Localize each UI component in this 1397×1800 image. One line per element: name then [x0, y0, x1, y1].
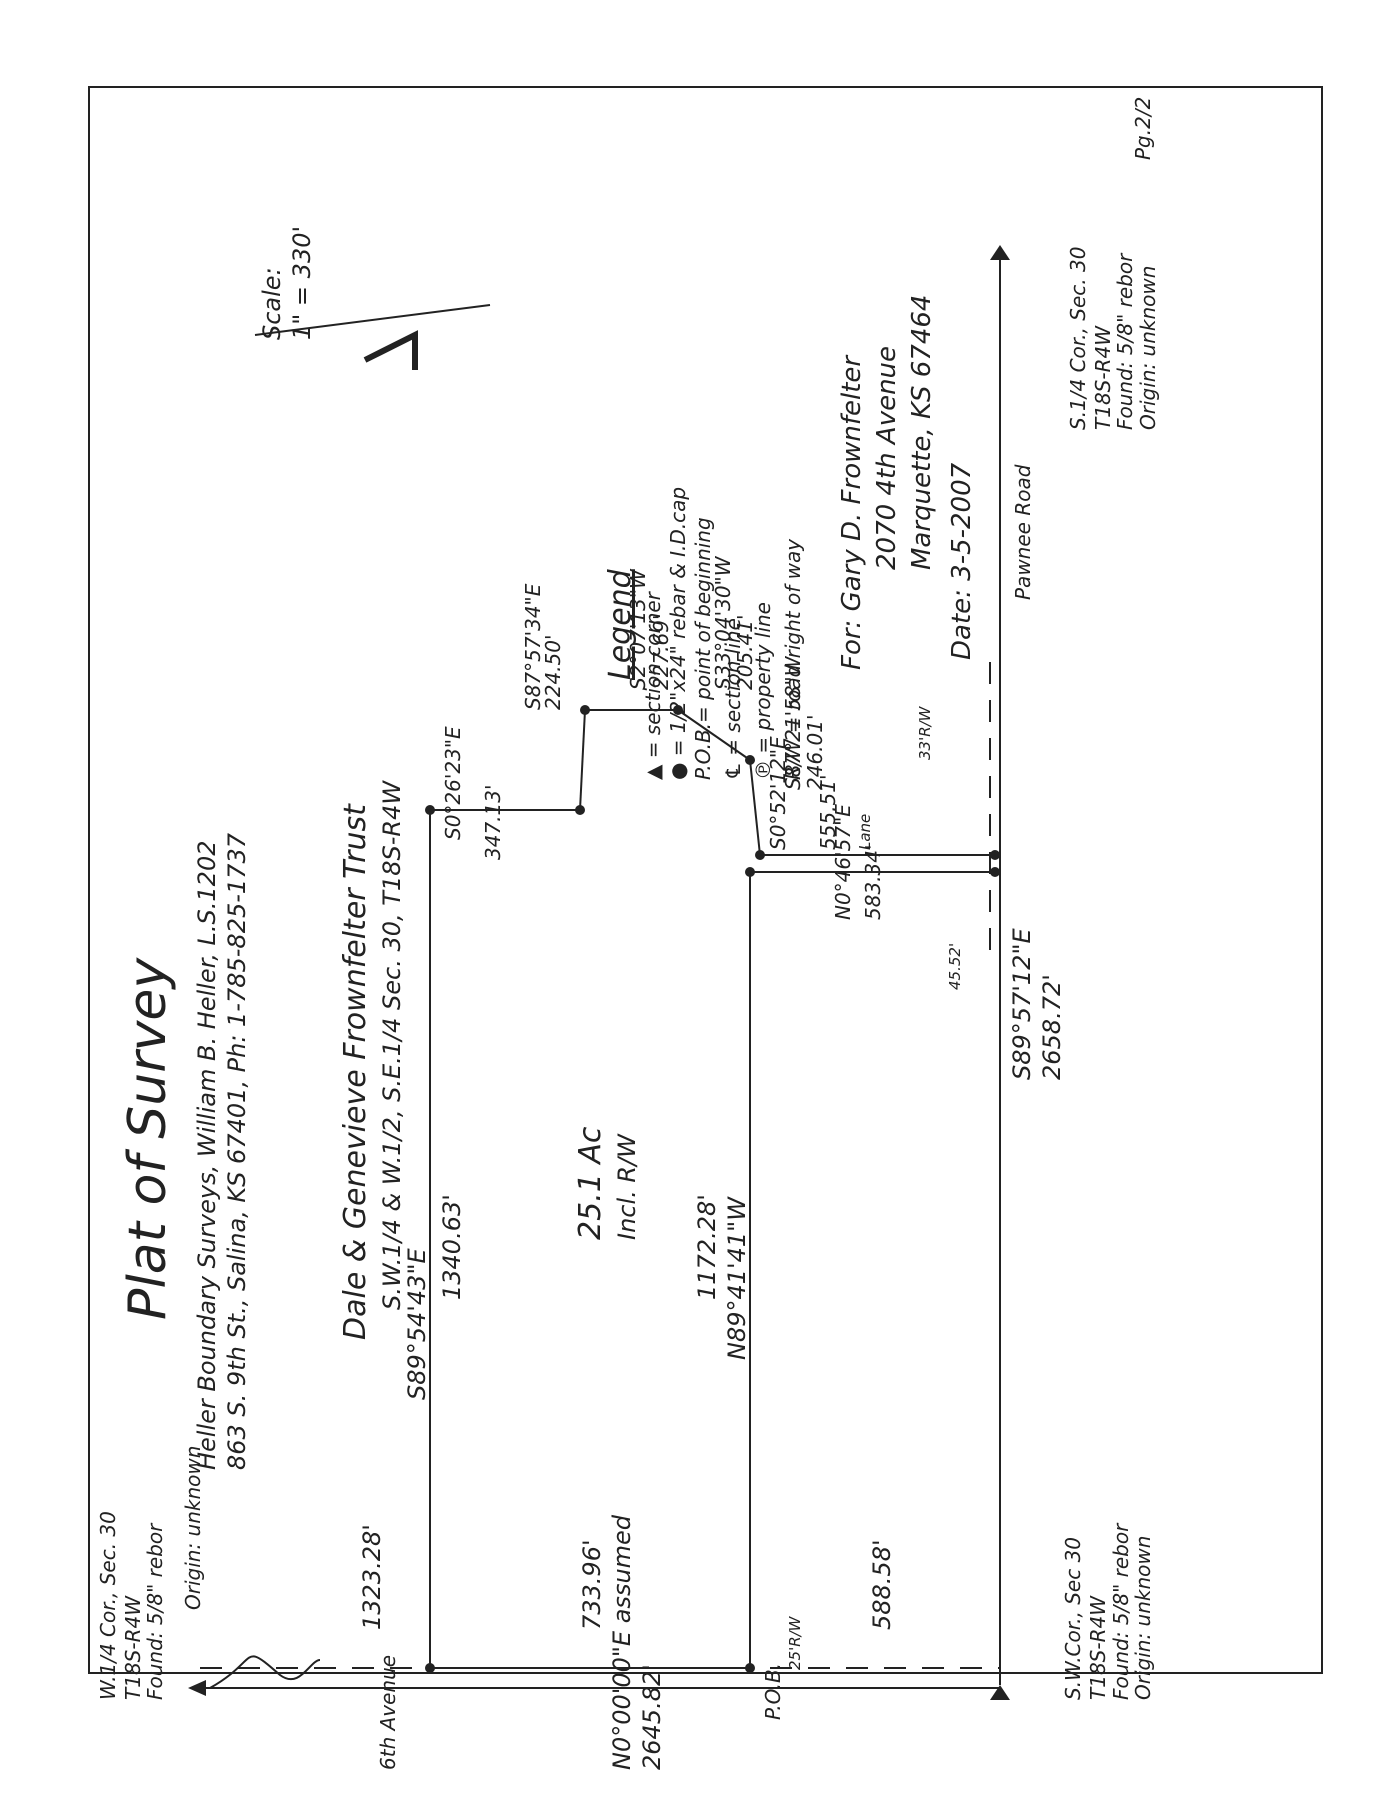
south-road-name: Pawnee Road [1011, 464, 1035, 600]
seg6-distance: 555.51' [816, 775, 840, 850]
rebar-c5 [755, 850, 765, 860]
seg5-bearing: S87°21'58"W [781, 655, 805, 790]
surveyor-line1: Heller Boundary Surveys, William B. Hell… [193, 841, 221, 1470]
north-arrow-n [363, 330, 418, 370]
seg7-bearing: N0°46'57"E [831, 804, 855, 920]
client-for: For: Gary D. Frownfelter [837, 354, 867, 670]
rebar-ne [425, 805, 435, 815]
rebar-c2 [580, 705, 590, 715]
seg7-distance: 583.34' [861, 845, 885, 920]
south-distance: 1172.28' [693, 1194, 721, 1300]
west-road-name: 6th Avenue [376, 1655, 400, 1770]
w-quarter-corner-3: Found: 5/8" rebor [143, 1522, 167, 1700]
rebar-c8 [990, 867, 1000, 877]
s-quarter-corner-4: Origin: unknown [1136, 266, 1160, 430]
owner-line2: S.W.1/4 & W.1/2, S.E.1/4 Sec. 30, T18S-R… [378, 780, 406, 1310]
surveyor-line2: 863 S. 9th St., Salina, KS 67401, Ph: 1-… [223, 832, 251, 1470]
rebar-c6 [745, 867, 755, 877]
legend-item-4: ℄ = section line [721, 618, 745, 780]
s-quarter-corner-1: S.1/4 Cor., Sec. 30 [1066, 247, 1090, 430]
w-quarter-corner-4: Origin: unknown [181, 1446, 205, 1610]
sw-corner-marker [990, 1685, 1010, 1700]
area-value: 25.1 Ac [573, 1126, 608, 1240]
s-quarter-corner-3: Found: 5/8" rebor [1113, 252, 1137, 430]
seg2-line [579, 709, 586, 811]
w-quarter-corner-2: T18S-R4W [121, 1595, 145, 1700]
seg3-bearing: S2°07'13"W [626, 568, 650, 690]
s-quarter-corner-2: T18S-R4W [1091, 325, 1115, 430]
w-quarter-corner-1: W.1/4 Cor., Sec. 30 [96, 1511, 120, 1700]
legend-item-3: P.O.B.= point of beginning [691, 517, 715, 780]
client-date: Date: 3-5-2007 [947, 462, 977, 660]
west-dist-2: 733.96' [578, 1539, 606, 1630]
sw-corner-2: T18S-R4W [1086, 1595, 1110, 1700]
rw33-label: 33'R/W [916, 705, 934, 760]
rw25-label: 25'R/W [786, 1615, 804, 1670]
break-squiggle [209, 1655, 321, 1689]
w-quarter-corner-marker [188, 1680, 206, 1696]
legend-item-6: R/W = road right of way [781, 538, 805, 780]
rebar-c3 [673, 705, 683, 715]
west-dist-1: 1323.28' [358, 1524, 386, 1630]
drawing-border [88, 86, 1323, 1674]
pob-label: P.O.B. [761, 1663, 785, 1720]
sw-corner-1: S.W.Cor., Sec 30 [1061, 1537, 1085, 1700]
rebar-c1 [575, 805, 585, 815]
north-bearing: S89°54'43"E [403, 1248, 431, 1400]
west-dist-3: 588.58' [868, 1539, 896, 1630]
page-number: Pg.2/2 [1131, 97, 1155, 160]
north-arrow-shaft [254, 304, 491, 336]
west-bearing: N0°00'00"E assumed [608, 1514, 636, 1770]
legend-title: Legend [603, 568, 638, 680]
scale-label: Scale: [258, 267, 286, 340]
seg4-distance: 205.41' [733, 615, 757, 690]
seg4-line [677, 709, 751, 761]
rebar-nw [425, 1663, 435, 1673]
south-bearing: N89°41'41"W [723, 1196, 751, 1360]
legend-item-2: ● = 1/2"x24" rebar & I.D.cap [666, 487, 690, 780]
plat-title: Plat of Survey [118, 957, 178, 1320]
rebar-pob [745, 1663, 755, 1673]
client-address2: Marquette, KS 67464 [907, 295, 937, 570]
seg1-distance: 347.13' [481, 785, 505, 860]
west-line-distance: 2645.82' [638, 1664, 666, 1770]
s-quarter-corner-marker [990, 245, 1010, 260]
seg6-bearing: S0°52'12"E [766, 736, 790, 850]
seg3-distance: 227.69' [649, 615, 673, 690]
offset-distance: 45.52' [946, 943, 964, 990]
client-address1: 2070 4th Avenue [872, 346, 902, 570]
seg2-distance: 224.50' [541, 635, 565, 710]
lane-label: Lane [856, 814, 874, 850]
scale-value: 1" = 330' [288, 226, 316, 340]
north-distance: 1340.63' [438, 1194, 466, 1300]
seg5-distance: 246.01' [803, 715, 827, 790]
rebar-c7 [990, 850, 1000, 860]
seg5-line [749, 759, 761, 856]
owner-line1: Dale & Genevieve Frownfelter Trust [338, 803, 373, 1340]
rebar-c4 [745, 755, 755, 765]
sw-corner-4: Origin: unknown [1131, 1536, 1155, 1700]
sw-corner-3: Found: 5/8" rebor [1109, 1522, 1133, 1700]
seg2-bearing: S87°57'34"E [521, 583, 545, 710]
south-line-bearing: S89°57'12"E [1008, 928, 1036, 1080]
legend-item-5: ℗ = property line [751, 602, 775, 780]
legend-item-1: ▲ = section corner [641, 590, 665, 780]
seg1-bearing: S0°26'23"E [441, 726, 465, 840]
south-line-distance: 2658.72' [1038, 974, 1066, 1080]
seg4-bearing: S33°04'30"W [711, 555, 735, 690]
area-note: Incl. R/W [613, 1133, 641, 1240]
